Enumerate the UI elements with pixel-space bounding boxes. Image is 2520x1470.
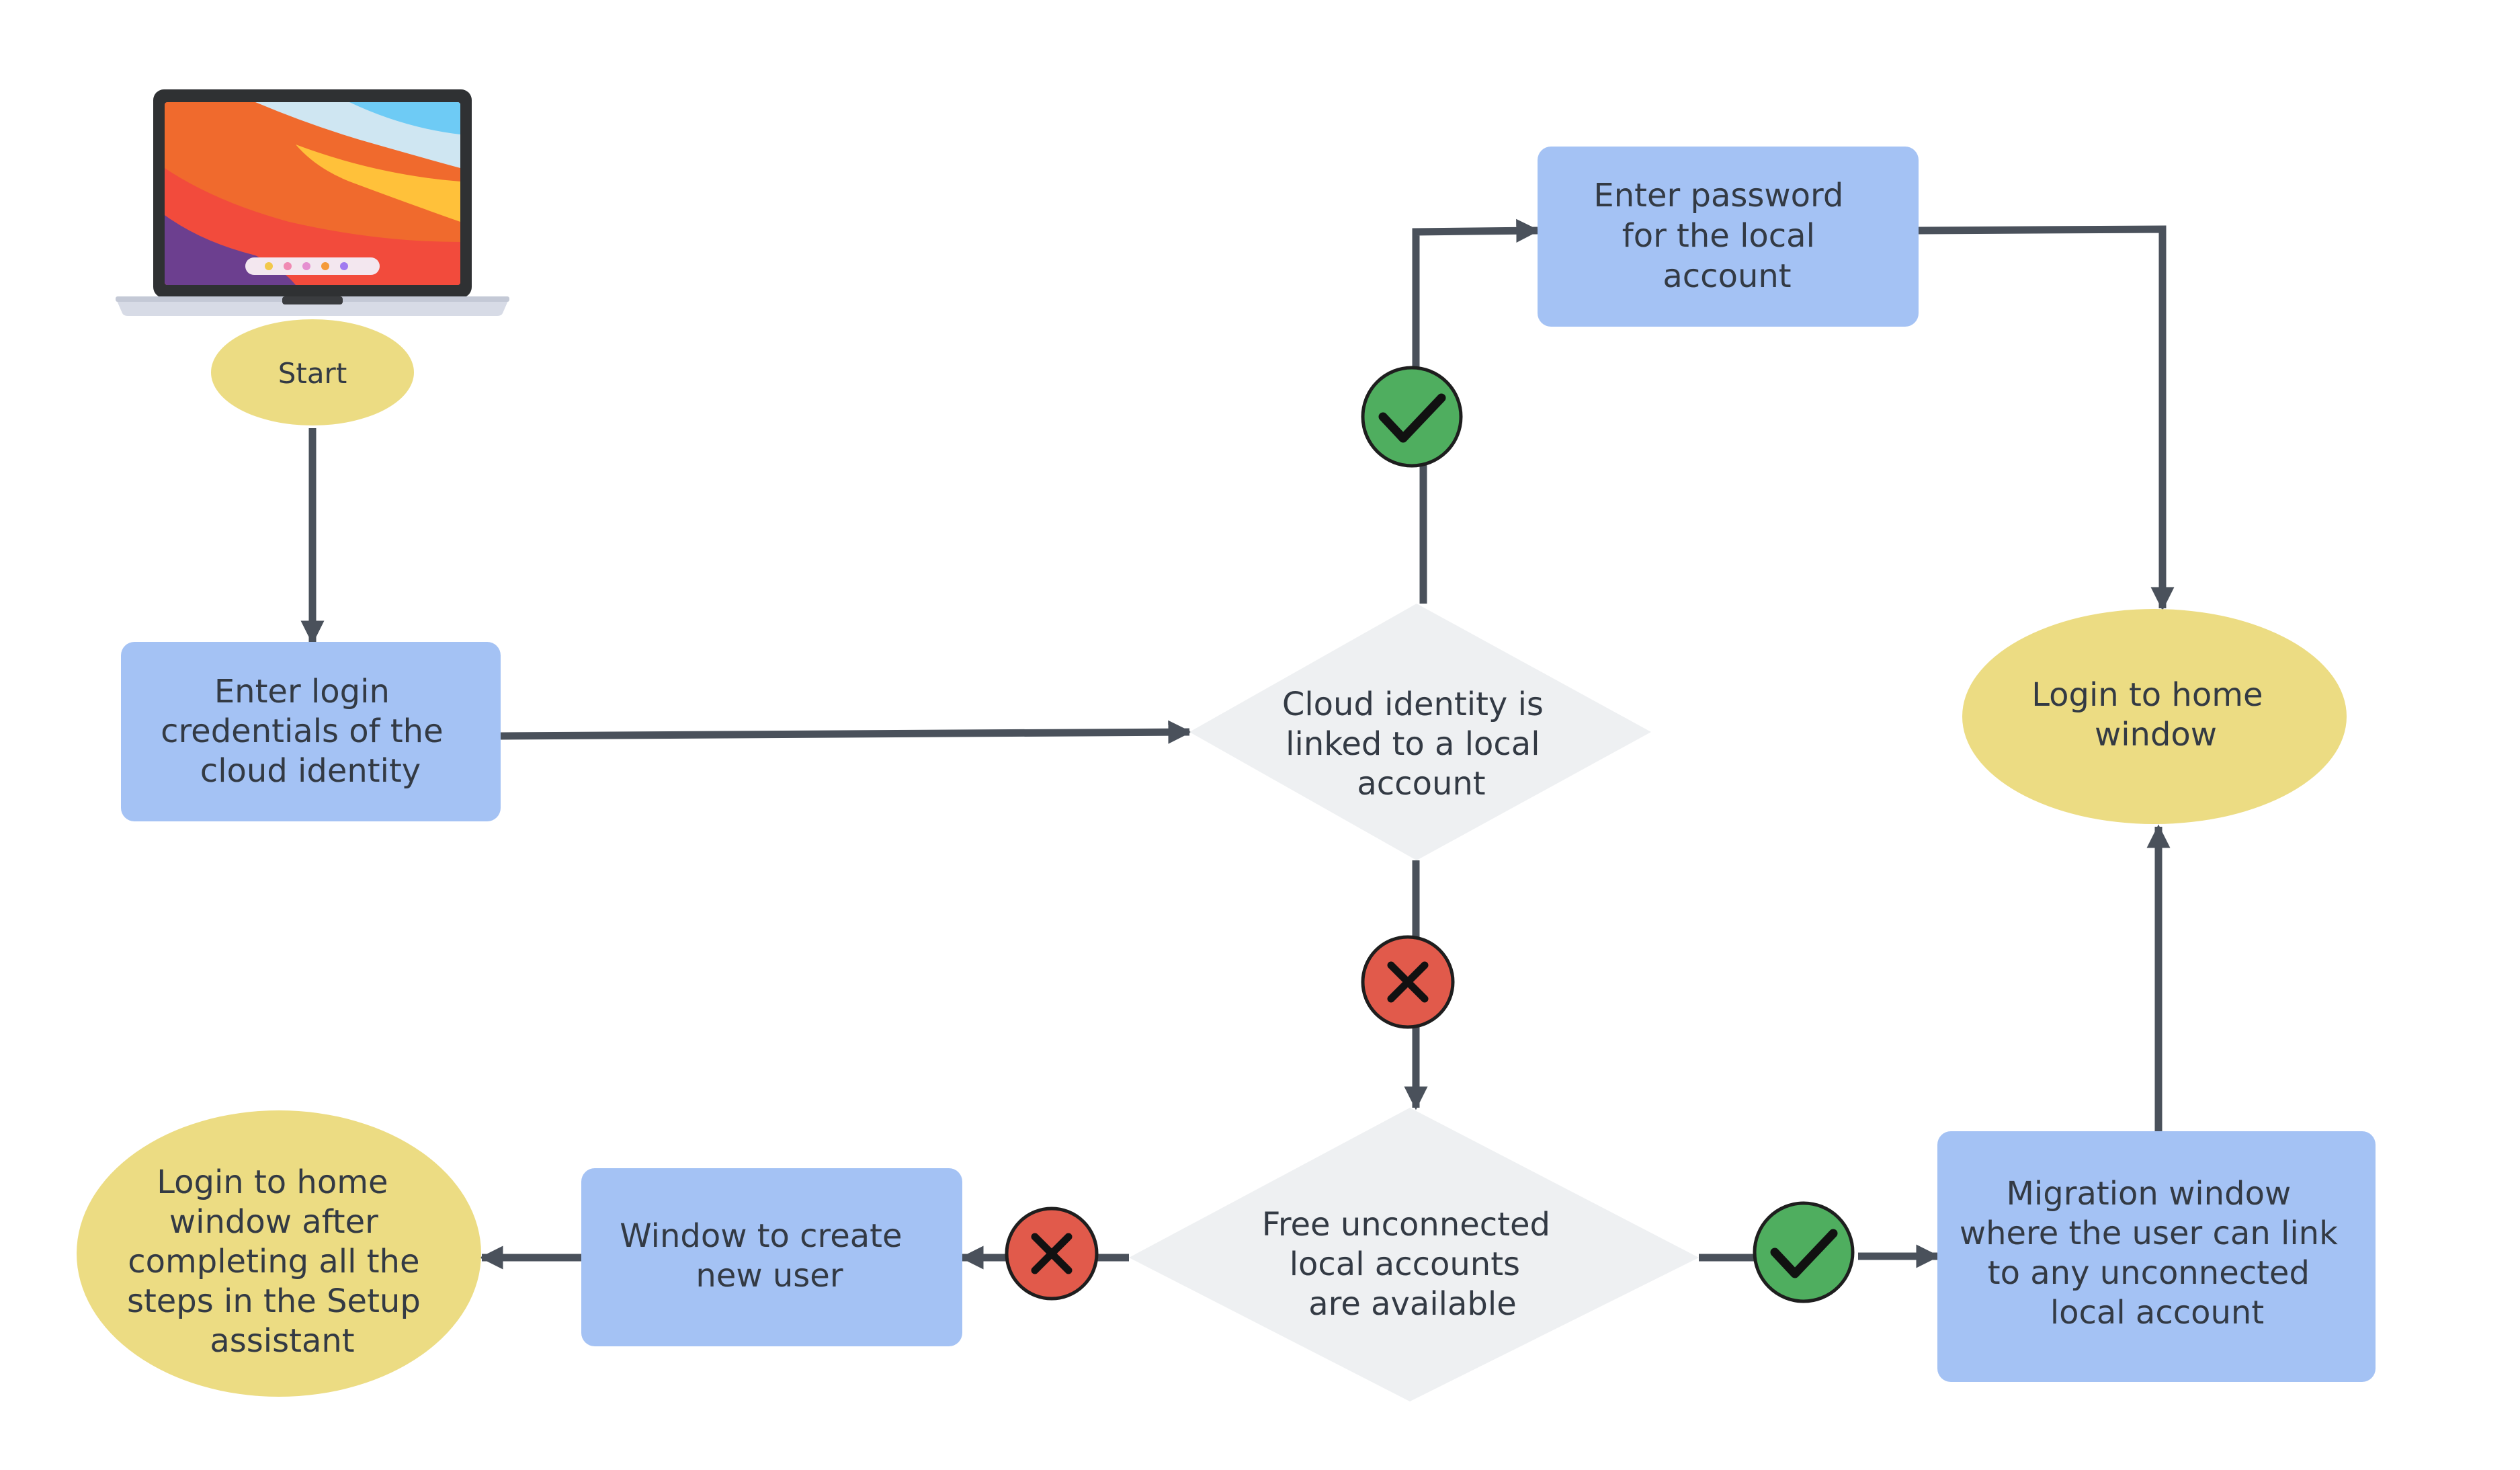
connectors — [300, 218, 2175, 1258]
enter-login-credentials-label: Enter login credentials of the cloud ide… — [161, 673, 454, 790]
enter-password-box: Enter password for the local account — [1538, 147, 1919, 327]
laptop-icon — [116, 89, 509, 316]
migration-window-box: Migration window where the user can link… — [1937, 1131, 2376, 1382]
free-unconnected-accounts-label: Free unconnected local accounts are avai… — [1262, 1206, 1561, 1323]
login-after-setup-label: Login to home window after completing al… — [127, 1163, 431, 1360]
arrow-check-to-password — [1412, 218, 1540, 418]
migration-window-label: Migration window where the user can link… — [1960, 1175, 2348, 1332]
arrow-login-to-decision — [500, 720, 1192, 744]
login-home-window-node: Login to home window — [1962, 609, 2347, 824]
enter-login-credentials-box: Enter login credentials of the cloud ide… — [121, 642, 501, 821]
start-node: Start — [211, 319, 414, 425]
create-user-window-box: Window to create new user — [581, 1168, 962, 1346]
free-unconnected-accounts-decision: Free unconnected local accounts are avai… — [1129, 1108, 1699, 1401]
cloud-identity-linked-decision: Cloud identity is linked to a local acco… — [1189, 604, 1651, 860]
start-label: Start — [278, 357, 347, 390]
login-home-window-label: Login to home window — [2031, 676, 2273, 753]
checkmark-icon — [1753, 1201, 1855, 1303]
arrow-free-accounts-to-migration — [1699, 1256, 1937, 1258]
cloud-identity-linked-label: Cloud identity is linked to a local acco… — [1282, 686, 1554, 803]
arrow-password-to-login-home — [1918, 225, 2175, 611]
login-after-setup-node: Login to home window after completing al… — [77, 1110, 481, 1397]
create-user-window-label: Window to create new user — [620, 1217, 913, 1295]
cross-icon — [1005, 1207, 1099, 1301]
enter-password-label: Enter password for the local account — [1593, 177, 1853, 295]
cross-icon — [1361, 935, 1455, 1029]
checkmark-icon — [1361, 366, 1463, 468]
